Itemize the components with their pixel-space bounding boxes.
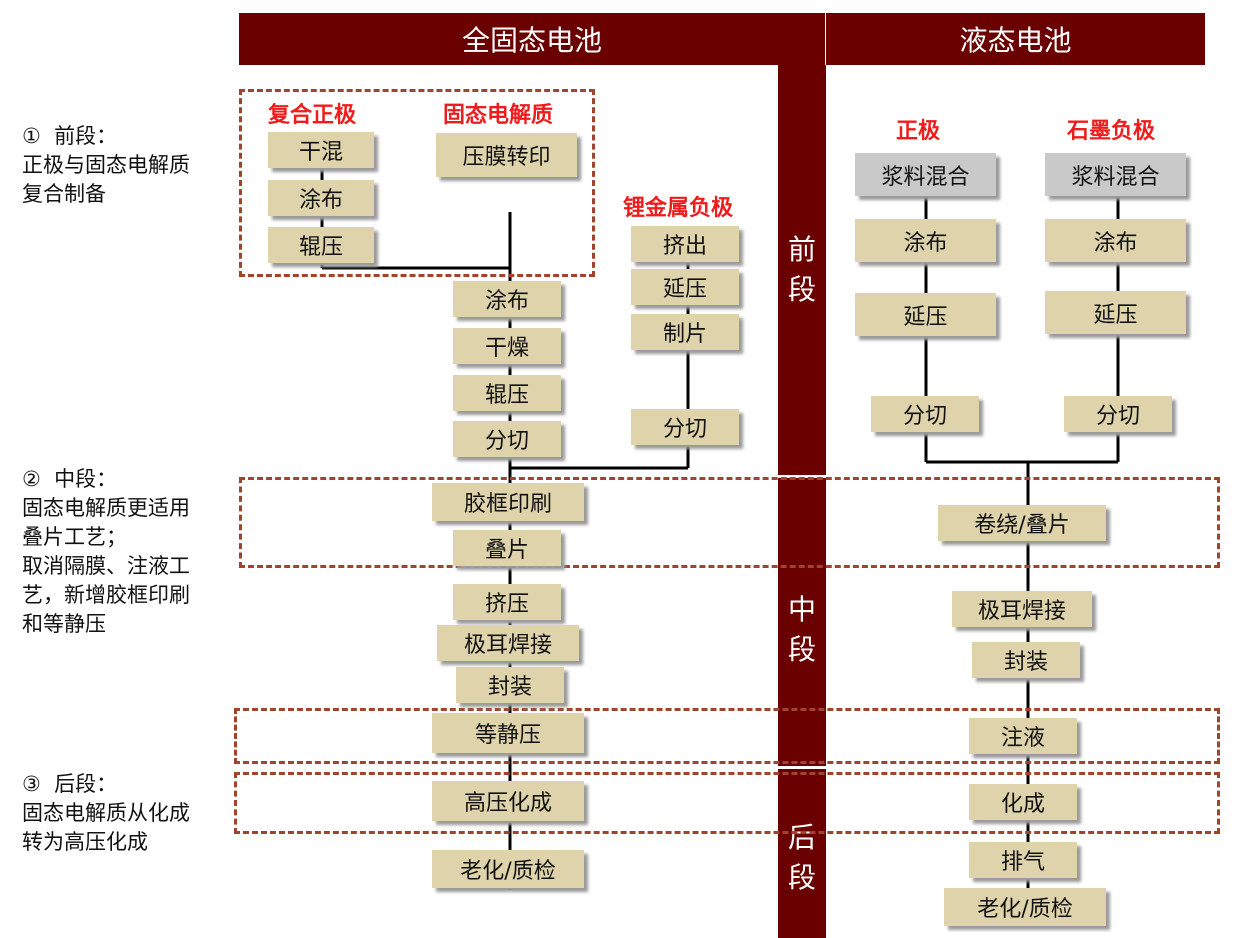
header-solid-state: 全固态电池 [239,13,825,65]
step-coating: 涂布 [453,281,561,317]
step-extrusion: 挤出 [631,226,739,262]
step-degassing: 排气 [969,842,1077,878]
step-coating: 涂布 [855,219,996,262]
step-drying: 干燥 [453,328,561,364]
step-formation: 化成 [969,784,1077,820]
step-slitting: 分切 [871,396,979,432]
annotation-front: ① 前段： 正极与固态电解质 复合制备 [22,124,190,206]
stage-label-back: 后段 [787,821,816,894]
step-tab-welding: 极耳焊接 [437,625,579,661]
step-aging-inspection: 老化/质检 [944,888,1106,926]
step-pressing: 挤压 [453,584,561,620]
step-frame-printing: 胶框印刷 [432,483,584,521]
step-coating: 涂布 [1045,219,1186,262]
step-aging-inspection: 老化/质检 [432,850,584,888]
title-liquid-cathode: 正极 [896,119,941,144]
step-slurry-mixing: 浆料混合 [1045,153,1186,196]
stage-bar-middle [778,478,826,766]
step-stacking: 叠片 [453,530,561,566]
highlight-front-composite [239,89,595,277]
highlight-isostatic-injection [234,708,1220,764]
step-rolling: 辊压 [268,227,374,263]
stage-bar-front [778,65,826,475]
step-slitting: 分切 [453,421,561,457]
step-calendering: 延压 [631,269,739,305]
step-winding-stacking: 卷绕/叠片 [938,505,1106,541]
step-coating: 涂布 [268,180,374,216]
title-composite-cathode: 复合正极 [268,103,357,128]
step-calendering: 延压 [855,293,996,336]
step-high-pressure-formation: 高压化成 [432,781,584,821]
annotation-middle: ② 中段： 固态电解质更适用 叠片工艺； 取消隔膜、注液工 艺，新增胶框印刷 和… [22,467,190,636]
step-packaging: 封装 [972,642,1080,678]
step-slurry-mixing: 浆料混合 [855,153,996,196]
step-rolling: 辊压 [453,375,561,411]
step-calendering: 延压 [1045,291,1186,334]
step-electrolyte-injection: 注液 [969,718,1077,754]
step-film-transfer: 压膜转印 [436,133,577,177]
step-packaging: 封装 [456,667,564,703]
highlight-middle-stacking [239,477,1220,568]
step-slitting: 分切 [1064,396,1172,432]
step-isostatic-pressing: 等静压 [432,713,584,753]
highlight-formation [234,772,1220,834]
step-sheet-making: 制片 [631,314,739,350]
step-dry-mixing: 干混 [268,132,374,168]
title-graphite-anode: 石墨负极 [1067,119,1156,144]
step-slitting: 分切 [631,409,739,445]
title-solid-electrolyte: 固态电解质 [443,103,554,128]
stage-bar-back [778,769,826,938]
annotation-back: ③ 后段： 固态电解质从化成 转为高压化成 [22,772,190,854]
stage-label-middle: 中段 [787,593,816,666]
stage-label-front: 前段 [787,233,816,306]
step-tab-welding: 极耳焊接 [952,591,1092,627]
header-liquid: 液态电池 [826,13,1205,65]
title-lithium-metal-anode: 锂金属负极 [623,196,734,221]
